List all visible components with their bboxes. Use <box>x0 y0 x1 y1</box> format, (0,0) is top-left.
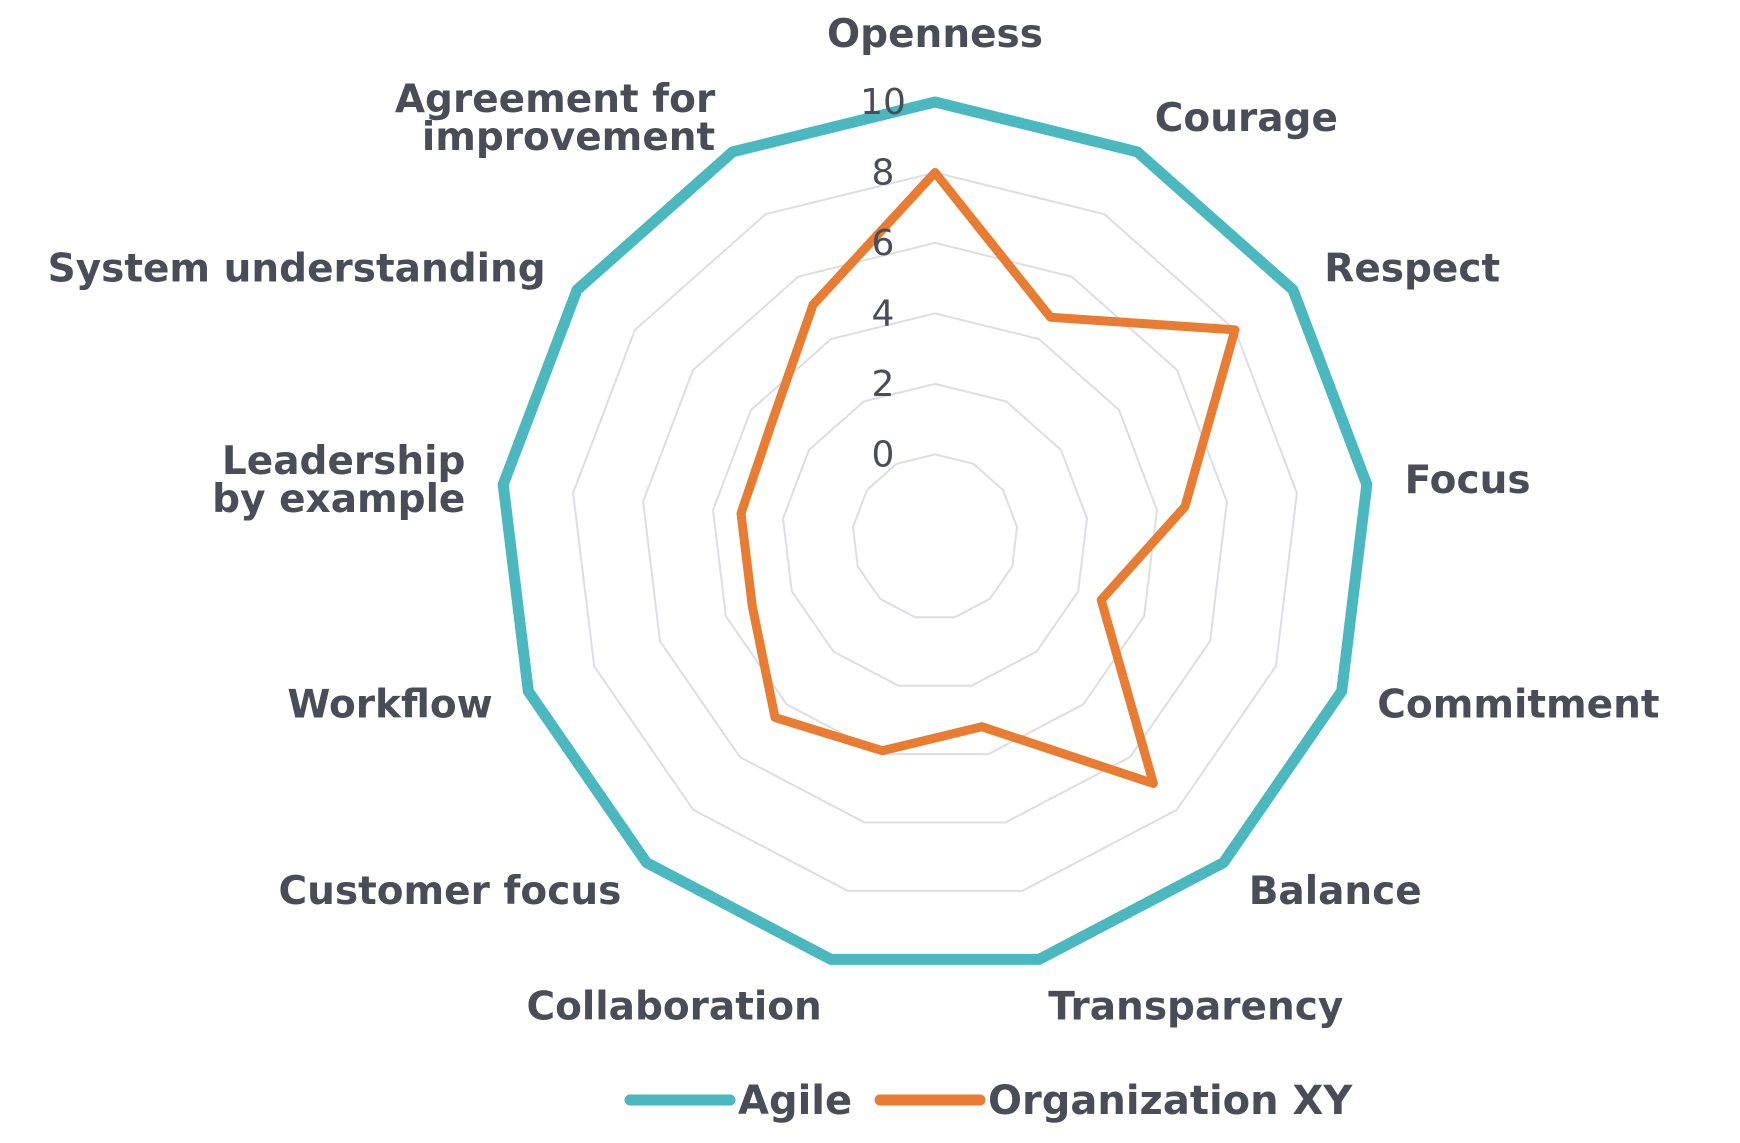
tick-label-10: 10 <box>860 82 906 123</box>
axis-label-transparency: Transparency <box>1048 984 1343 1029</box>
axis-label-collaboration: Collaboration <box>526 984 821 1029</box>
axis-label-balance: Balance <box>1249 869 1422 914</box>
axis-label-focus: Focus <box>1405 458 1531 503</box>
radial-tick-labels: 0 2 4 6 8 10 <box>860 82 906 475</box>
tick-label-4: 4 <box>872 293 895 334</box>
series-lines <box>497 96 1373 965</box>
axis-label-workflow: Workflow <box>287 683 492 728</box>
axis-label-commitment: Commitment <box>1377 683 1659 728</box>
axis-label-courage: Courage <box>1155 96 1338 141</box>
axis-label-openness: Openness <box>827 12 1043 57</box>
grid-ring-0 <box>851 453 1019 619</box>
legend: Agile Organization XY <box>624 1078 1353 1124</box>
axis-label-customer-focus: Customer focus <box>279 869 622 914</box>
series-line-agile <box>497 96 1373 965</box>
grid-ring-8 <box>572 171 1298 892</box>
legend-label-organization-xy: Organization XY <box>988 1078 1353 1124</box>
grid-ring-6 <box>642 241 1228 824</box>
series-line-organization-xy <box>736 168 1240 788</box>
tick-label-8: 8 <box>872 153 895 194</box>
grid-ring-4 <box>711 312 1159 756</box>
grid-ring-2 <box>781 382 1089 687</box>
axis-labels: OpennessCourageRespectFocusCommitmentBal… <box>48 12 1660 1029</box>
tick-label-2: 2 <box>872 364 895 405</box>
axis-label-system-understanding: System understanding <box>48 246 546 291</box>
axis-label-respect: Respect <box>1324 246 1500 291</box>
tick-label-0: 0 <box>872 434 895 475</box>
grid-rings <box>572 171 1298 892</box>
legend-label-agile: Agile <box>738 1078 852 1124</box>
tick-label-6: 6 <box>872 223 895 264</box>
